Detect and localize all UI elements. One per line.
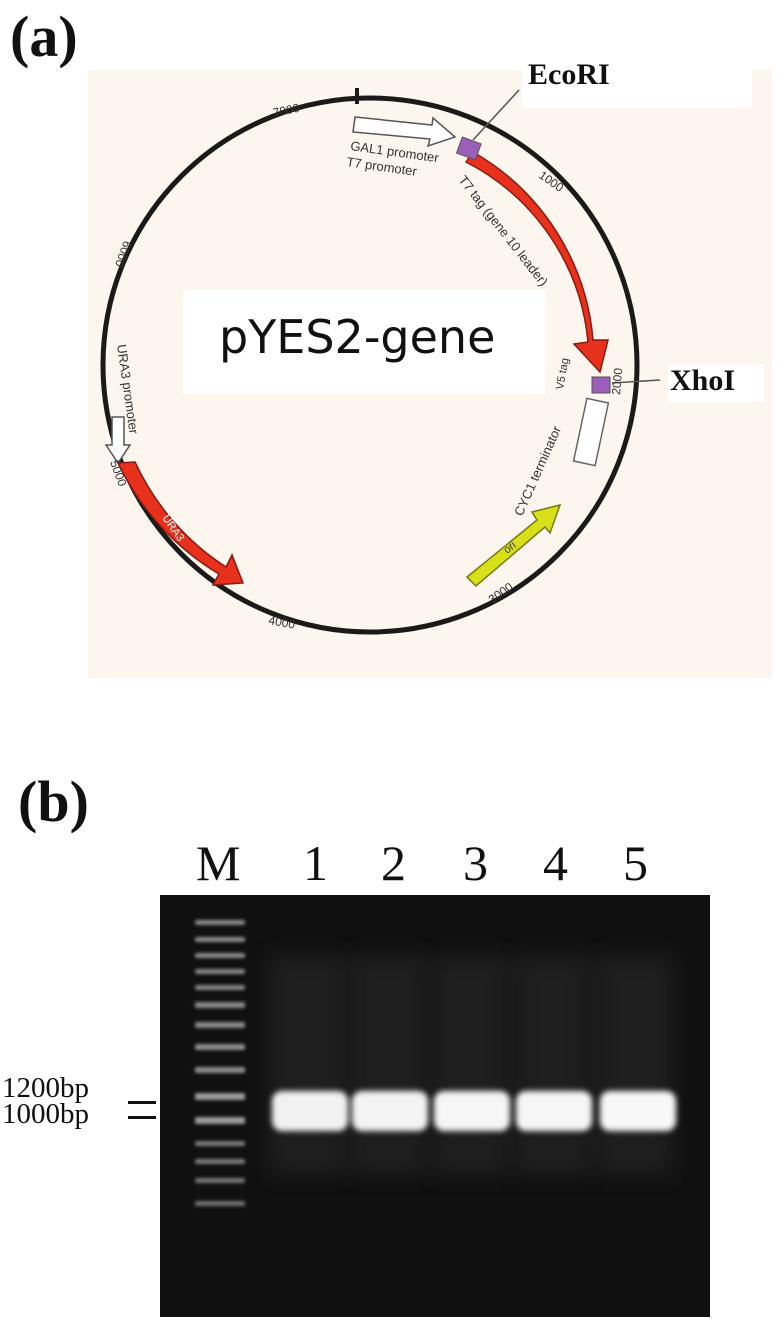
- ladder-band: [195, 1022, 245, 1028]
- ladder-band: [195, 1159, 245, 1164]
- lane-label-1: 1: [303, 835, 328, 891]
- tick-label-3000: 3000: [486, 579, 516, 606]
- ecori-site-text: EcoRI: [528, 58, 610, 91]
- ladder-band: [195, 1067, 245, 1073]
- panel-b-label: (b): [18, 769, 89, 834]
- ladder-band: [195, 953, 245, 958]
- plasmid-name-box: pYES2-gene: [183, 290, 546, 394]
- lane-label-m: M: [196, 835, 241, 891]
- panel-a-label: (a): [10, 4, 78, 69]
- ladder-band: [195, 1201, 245, 1206]
- t7-tag-label: T7 tag (gene 10 leader): [456, 173, 551, 289]
- tick-label-7000: 7000: [272, 101, 301, 120]
- lane-4-band: [516, 1091, 592, 1131]
- lane-2-smear: [350, 955, 426, 1175]
- marker-tick-1200: [128, 1101, 156, 1104]
- ecori-site-label: EcoRI: [522, 56, 752, 108]
- lane-1-smear: [270, 955, 346, 1175]
- lane-label-3: 3: [463, 835, 488, 891]
- lane-label-2: 2: [381, 835, 406, 891]
- lane-5-smear: [596, 955, 672, 1175]
- ladder-band: [195, 1002, 245, 1008]
- lane-3-smear: [432, 955, 508, 1175]
- tick-label-4000: 4000: [267, 613, 296, 631]
- lane-1-band: [272, 1091, 348, 1131]
- ladder-band: [195, 1178, 245, 1183]
- ladder-band: [195, 1044, 245, 1050]
- tick-label-2000: 2000: [609, 367, 625, 395]
- ladder-band: [195, 1093, 245, 1100]
- xhoi-site-label: XhoI: [668, 364, 764, 402]
- lane-4-smear: [514, 955, 590, 1175]
- tick-label-6000: 6000: [112, 239, 134, 269]
- gal1-promoter-arrow: [352, 116, 457, 148]
- marker-label-1200: 1200bp: [2, 1072, 89, 1104]
- ecori-pointer-line: [472, 89, 520, 141]
- marker-label-1000: 1000bp: [2, 1098, 89, 1130]
- lane-label-5: 5: [623, 835, 648, 891]
- plasmid-map: GAL1 promoter T7 promoter T7 tag (gene 1…: [100, 88, 661, 635]
- ecori-site-marker: [455, 136, 482, 161]
- ladder-band: [195, 985, 245, 990]
- xhoi-site-text: XhoI: [670, 364, 736, 397]
- ura3-arrow: [116, 461, 245, 586]
- cyc1-terminator-label: CYC1 terminator: [511, 423, 564, 518]
- gel-image: [160, 895, 710, 1317]
- insert-gene-arrow: [464, 151, 609, 374]
- lane-label-4: 4: [543, 835, 568, 891]
- lane-5-band: [600, 1091, 676, 1131]
- ori-label: ori: [501, 539, 518, 556]
- plasmid-name: pYES2-gene: [219, 310, 496, 364]
- ladder-band: [195, 1117, 245, 1124]
- lane-2-band: [352, 1091, 428, 1131]
- gel-bands: [195, 920, 676, 1206]
- marker-tick-1000: [128, 1116, 156, 1119]
- xhoi-site-marker: [591, 376, 611, 394]
- xhoi-pointer-line: [611, 379, 661, 384]
- product-bands: [272, 1091, 676, 1131]
- ura3-promoter-arrow: [104, 416, 132, 465]
- plasmid-backbone: [100, 95, 640, 635]
- marker-ladder: [195, 920, 245, 1206]
- ladder-band: [195, 920, 245, 925]
- v5-tag-label: V5 tag: [554, 357, 571, 390]
- lane-3-band: [434, 1091, 510, 1131]
- tick-label-1000: 1000: [536, 168, 566, 195]
- ladder-band: [195, 1141, 245, 1146]
- cyc1-terminator-box: [572, 397, 610, 467]
- ori-arrow: [465, 503, 562, 588]
- ladder-band: [195, 969, 245, 974]
- ladder-band: [195, 937, 245, 942]
